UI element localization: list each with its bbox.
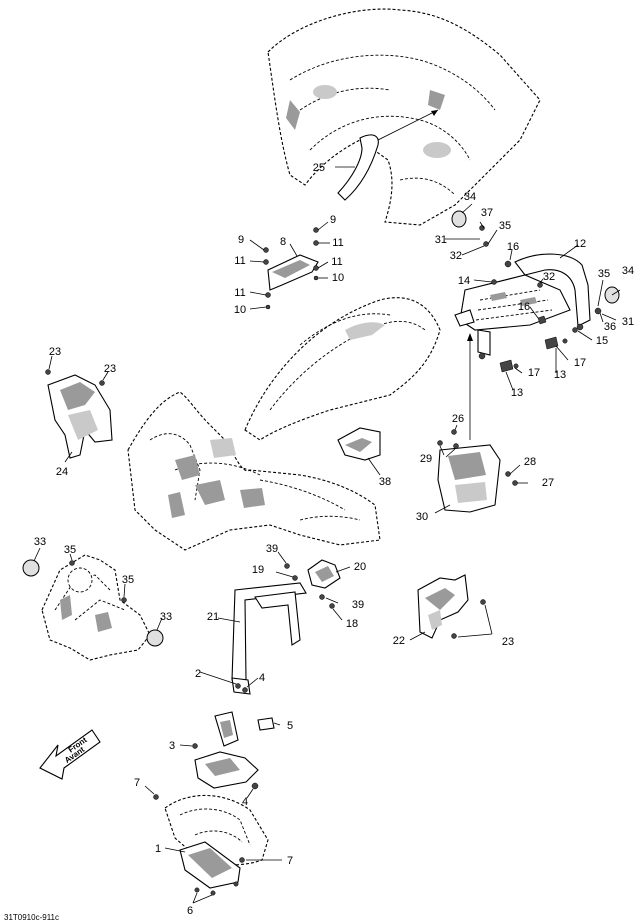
- figure-code: 31T0910c-911c: [4, 913, 59, 922]
- headlight-cover: 33 35 35 33: [22, 536, 172, 661]
- callout-21: 21: [207, 611, 219, 623]
- callout-4b: 4: [242, 796, 248, 808]
- callout-9b: 9: [330, 214, 336, 226]
- part-21-bumper: 21 2 4: [195, 582, 307, 695]
- callout-1: 1: [155, 843, 161, 855]
- callout-19: 19: [252, 564, 264, 576]
- callout-17b: 17: [528, 367, 540, 379]
- rear-fender: [267, 8, 541, 226]
- callout-11d: 11: [331, 256, 342, 268]
- callout-27: 27: [542, 477, 554, 489]
- middle-fender: [244, 297, 441, 441]
- callout-7a: 7: [134, 777, 140, 789]
- callout-18: 18: [346, 618, 358, 630]
- callout-13a: 13: [554, 369, 566, 381]
- callout-7b: 7: [287, 855, 293, 867]
- callout-20: 20: [354, 561, 366, 573]
- callout-11c: 11: [332, 237, 343, 249]
- callout-38: 38: [379, 476, 391, 488]
- callout-30: 30: [416, 511, 428, 523]
- callout-37: 37: [481, 207, 493, 219]
- callout-4a: 4: [259, 672, 265, 684]
- callout-16a: 16: [507, 241, 519, 253]
- callout-24: 24: [56, 466, 68, 478]
- part-20-bracket: 39 19 20 39 18: [252, 543, 366, 630]
- callout-23a: 23: [49, 346, 61, 358]
- front-direction-arrow: Front Avant: [39, 729, 101, 780]
- part-3-5-brackets: 5 3 4: [169, 711, 293, 808]
- part-38: 38: [337, 427, 391, 488]
- callout-29: 29: [420, 453, 432, 465]
- callout-11b: 11: [234, 287, 245, 299]
- callout-32a: 32: [450, 250, 462, 262]
- callout-22: 22: [393, 635, 405, 647]
- callout-15: 15: [596, 335, 608, 347]
- callout-10b: 10: [332, 272, 344, 284]
- callout-13b: 13: [511, 387, 523, 399]
- callout-8: 8: [280, 236, 286, 248]
- callout-3: 3: [169, 740, 175, 752]
- callout-33a: 33: [34, 536, 46, 548]
- callout-25: 25: [313, 162, 325, 174]
- callout-34b: 34: [622, 265, 634, 277]
- callout-35d: 35: [122, 574, 134, 586]
- callout-26: 26: [452, 413, 464, 425]
- callout-35a: 35: [499, 220, 511, 232]
- callout-35c: 35: [64, 544, 76, 556]
- callout-36: 36: [604, 321, 616, 333]
- callout-2: 2: [195, 668, 201, 680]
- callout-9a: 9: [238, 234, 244, 246]
- front-body: [127, 391, 381, 551]
- callout-33b: 33: [160, 611, 172, 623]
- callout-39a: 39: [266, 543, 278, 555]
- callout-23b: 23: [104, 363, 116, 375]
- callout-10a: 10: [234, 304, 246, 316]
- callout-28: 28: [524, 456, 536, 468]
- part-30-box: 26 29 28 27 30: [416, 413, 554, 523]
- callout-17a: 17: [574, 357, 586, 369]
- callout-23c: 23: [502, 636, 514, 648]
- callout-11a: 11: [234, 255, 245, 267]
- callout-14: 14: [458, 275, 470, 287]
- callout-12: 12: [574, 238, 586, 250]
- callout-16b: 16: [518, 301, 530, 313]
- part-25-strip: 25: [313, 109, 439, 201]
- part-22-cover: 22 23: [393, 574, 514, 648]
- callout-31a: 31: [435, 234, 447, 246]
- callout-34a: 34: [464, 191, 476, 203]
- callout-5: 5: [287, 720, 293, 732]
- callout-39b: 39: [352, 599, 364, 611]
- callout-32b: 32: [543, 271, 555, 283]
- part-1-skid-plate: 7 7 1 6: [134, 777, 293, 917]
- part-8-bracket: 9 11 11 10 8 9 11 11 10: [234, 214, 344, 316]
- callout-31b: 31: [622, 316, 634, 328]
- part-12-rear-rack: 34 37 35 31 32 16 12 32 14 16 35 34 36 3…: [435, 191, 634, 440]
- callout-6: 6: [187, 905, 193, 917]
- part-24-side-cover: 23 23 24: [45, 346, 116, 478]
- callout-35b: 35: [598, 268, 610, 280]
